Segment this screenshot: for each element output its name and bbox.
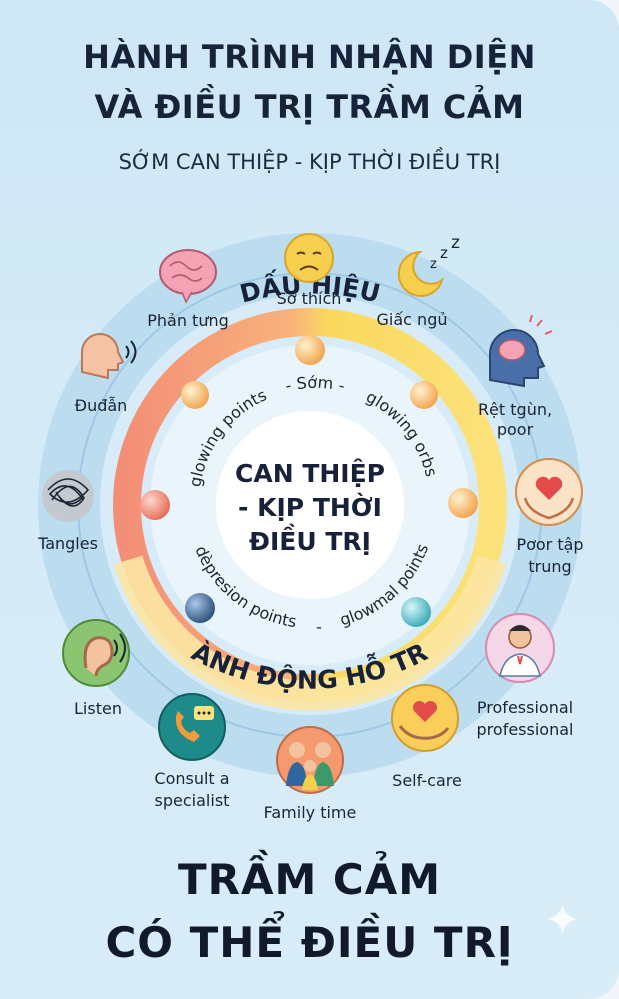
speaking-head-icon <box>81 333 137 380</box>
inner-arc-top: - Sớm - <box>283 373 347 396</box>
orb-top-left <box>181 381 209 409</box>
label-listen: Listen <box>74 699 122 718</box>
bottom-line-1: TRẦM CẢM <box>177 855 442 904</box>
title-line-1: HÀNH TRÌNH NHẬN DIỆN <box>83 38 536 76</box>
label-so-thich: Sở thích <box>277 289 342 308</box>
label-poor-tap-2: trung <box>528 557 571 576</box>
label-professional-1: Professional <box>477 698 573 717</box>
svg-text:z: z <box>451 233 460 253</box>
heart-hand-icon <box>391 684 459 752</box>
family-icon <box>276 726 344 794</box>
orb-top-right <box>410 381 438 409</box>
bottom-line-2: CÓ THỂ ĐIỀU TRỊ <box>105 918 514 967</box>
doctor-icon <box>485 613 555 683</box>
label-professional-2: professional <box>477 720 574 739</box>
label-ret-tgun-2: poor <box>497 420 534 439</box>
label-ret-tgun-1: Rệt tgùn, <box>478 400 552 419</box>
brain-icon <box>159 249 217 304</box>
sparkle-icon: ✦ <box>544 895 581 946</box>
subtitle: SỚM CAN THIỆP - KỊP THỜI ĐIỀU TRỊ <box>118 150 501 174</box>
label-consult-2: specialist <box>155 791 230 810</box>
head-brain-icon <box>489 314 553 388</box>
orb-left <box>140 490 170 520</box>
label-poor-tap-1: Pơor tập <box>516 535 583 554</box>
center-disc <box>216 411 404 599</box>
center-line-1: CAN THIỆP <box>235 458 385 488</box>
svg-text:z: z <box>440 244 448 262</box>
phone-chat-icon <box>158 693 226 761</box>
label-tangles: Tangles <box>37 534 98 553</box>
title-line-2: VÀ ĐIỀU TRỊ TRẦM CẢM <box>94 88 525 126</box>
label-duoan: Đuđẫn <box>75 396 128 415</box>
label-phan-tung: Phản tưng <box>147 311 229 330</box>
center-line-2: - KỊP THỜI <box>238 492 382 522</box>
color-arc-bottom <box>113 555 507 711</box>
heart-hands-icon <box>515 458 583 526</box>
sad-face-icon <box>284 233 334 283</box>
orb-bottom-left <box>185 593 215 623</box>
orb-top <box>295 335 325 365</box>
inner-arc-bottom: - <box>316 617 322 636</box>
ear-icon <box>62 619 130 687</box>
center-line-3: ĐIỀU TRỊ <box>249 523 371 556</box>
label-family: Family time <box>264 803 357 822</box>
orb-right <box>448 488 478 518</box>
label-self-care: Self-care <box>392 771 462 790</box>
svg-text:z: z <box>430 257 437 272</box>
orb-bottom-right <box>401 597 431 627</box>
tangle-icon <box>42 470 94 522</box>
label-consult-1: Consult a <box>154 769 229 788</box>
moon-sleep-icon: z z z <box>397 233 460 297</box>
label-giac-ngu: Giấc ngủ <box>377 310 448 329</box>
